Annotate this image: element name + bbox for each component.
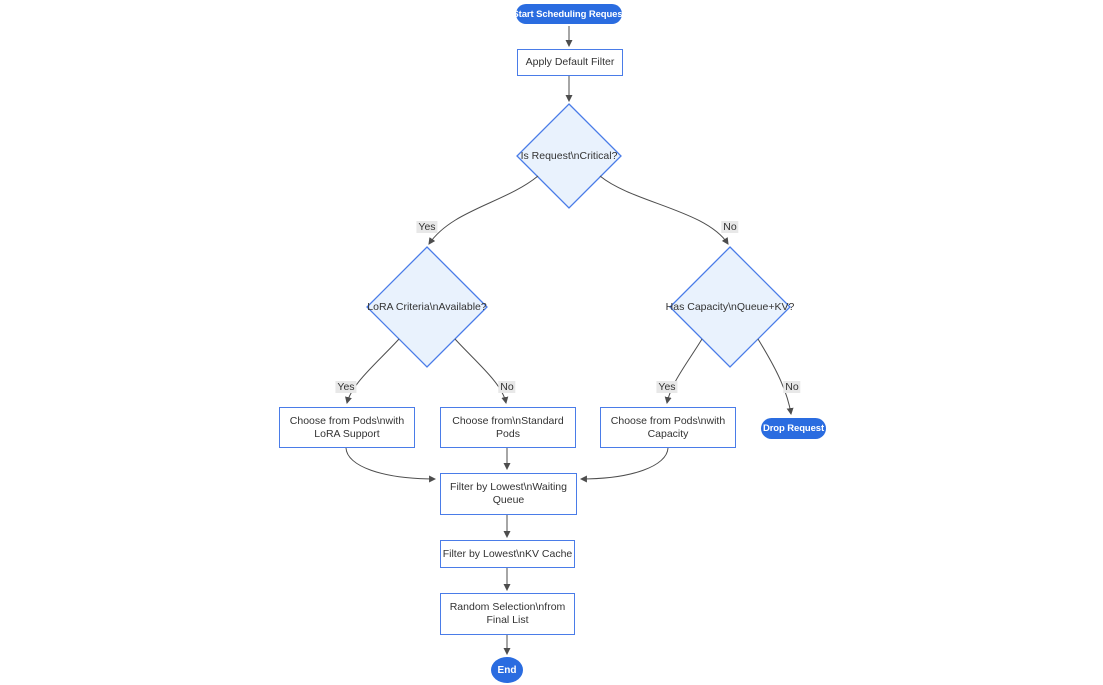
node-apply-default-filter: Apply Default Filter <box>517 49 623 76</box>
node-start: Start Scheduling Request <box>512 4 626 24</box>
node-has-capacity-label: Has Capacity\nQueue+KV? <box>665 300 795 313</box>
node-start-label: Start Scheduling Request <box>512 8 626 20</box>
edge-capacity-no <box>757 338 794 416</box>
node-random-selection: Random Selection\nfrom Final List <box>440 593 575 635</box>
edge-label-capacity-no: No <box>783 381 801 393</box>
decision-has-capacity-shape <box>669 246 791 368</box>
decision-is-critical-shape <box>516 103 622 209</box>
edge-label-critical-yes: Yes <box>416 221 438 233</box>
edge-label-lora-yes: Yes <box>335 381 357 393</box>
node-end: End <box>491 657 523 683</box>
node-drop-request-label: Drop Request <box>762 423 825 434</box>
node-lora-criteria-label: LoRA Criteria\nAvailable? <box>367 300 487 313</box>
node-drop-request: Drop Request <box>761 418 826 439</box>
edge-label-critical-no: No <box>721 221 739 233</box>
edge-is-critical-no <box>599 175 729 245</box>
node-choose-standard-pods: Choose from\nStandard Pods <box>440 407 576 448</box>
node-is-critical-label: Is Request\nCritical? <box>520 149 618 162</box>
decision-lora-criteria-shape <box>366 246 488 368</box>
node-filter-kv-cache: Filter by Lowest\nKV Cache <box>440 540 575 568</box>
edge-choose-lora-to-filter-queue <box>345 447 437 483</box>
edge-lora-yes <box>345 338 400 405</box>
edge-capacity-yes <box>664 338 703 405</box>
node-apply-default-filter-label: Apply Default Filter <box>525 56 615 68</box>
node-end-label: End <box>497 664 517 676</box>
node-choose-capacity-pods: Choose from Pods\nwith Capacity <box>600 407 736 448</box>
edge-lora-no <box>454 338 509 405</box>
edge-label-capacity-yes: Yes <box>656 381 678 393</box>
node-choose-lora-pods: Choose from Pods\nwith LoRA Support <box>279 407 415 448</box>
edge-is-critical-yes <box>428 175 539 245</box>
edge-choose-capacity-to-filter-queue <box>579 447 669 483</box>
node-filter-waiting-queue: Filter by Lowest\nWaiting Queue <box>440 473 577 515</box>
edge-label-lora-no: No <box>498 381 516 393</box>
